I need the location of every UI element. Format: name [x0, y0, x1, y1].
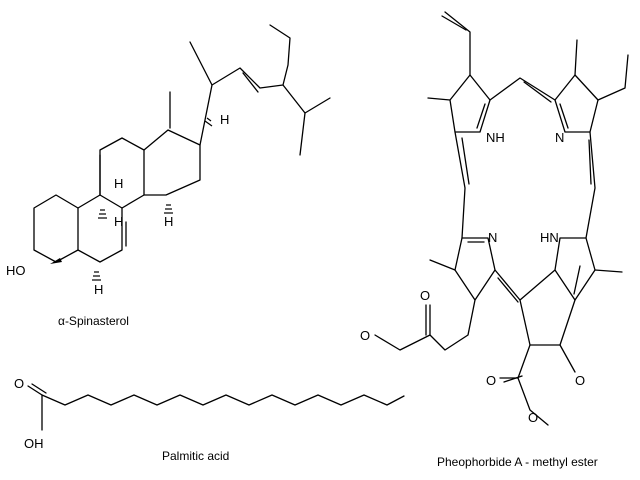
pheophorbide-name: Pheophorbide A - methyl ester — [437, 455, 598, 469]
h-label: H — [114, 214, 123, 229]
oh-label: OH — [24, 436, 44, 451]
o-label: O — [575, 373, 585, 388]
n-label: N — [488, 230, 497, 245]
h-label: H — [164, 214, 173, 229]
n-label: N — [555, 130, 564, 145]
palmitic-acid-name: Palmitic acid — [162, 449, 229, 463]
pheophorbide-structure: NH N N HN O O O O O Pheophorbide A - met… — [360, 11, 629, 469]
o-label: O — [486, 373, 496, 388]
spinasterol-structure: HO H H H H H α-Spinasterol — [6, 24, 331, 328]
o-label: O — [528, 410, 538, 425]
h-label: H — [94, 282, 103, 297]
palmitic-acid-structure: O OH Palmitic acid — [14, 376, 405, 463]
o-label: O — [14, 376, 24, 391]
hn-label: HN — [540, 230, 559, 245]
h-label: H — [114, 176, 123, 191]
ho-label: HO — [6, 263, 26, 278]
nh-label: NH — [486, 130, 505, 145]
o-label: O — [420, 288, 430, 303]
o-label: O — [360, 328, 370, 343]
h-label: H — [220, 112, 229, 127]
spinasterol-name: α-Spinasterol — [58, 314, 129, 328]
